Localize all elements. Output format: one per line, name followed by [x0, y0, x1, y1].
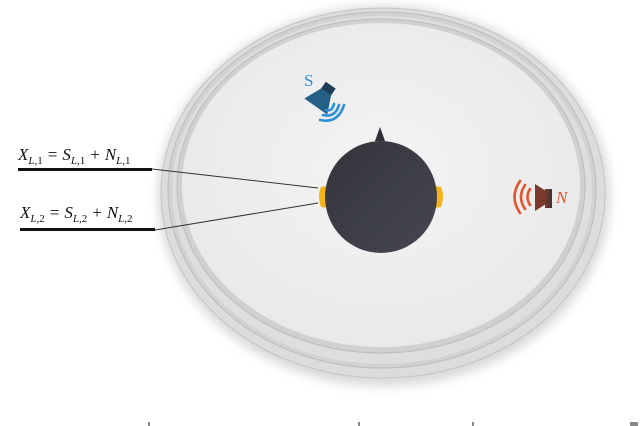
speaker-n-cone [535, 184, 546, 211]
source-n-speaker: N [513, 179, 569, 215]
speaker-n-box [545, 189, 552, 208]
sound-waves-n-icon [513, 179, 532, 215]
source-s-speaker: S [304, 71, 346, 122]
cutoff-text-fragment [148, 422, 150, 426]
equation-1-underline [18, 168, 152, 171]
equation-2-underline [20, 228, 155, 231]
speaker-s-icon [304, 81, 336, 115]
leader-lines [151, 168, 319, 231]
sound-waves-s-icon [318, 102, 346, 122]
cutoff-text-fragment [472, 422, 474, 426]
listener-head [319, 127, 443, 253]
nose-pointer-icon [375, 127, 385, 141]
source-s-label-glyph: S [304, 71, 313, 90]
head-circle [325, 141, 437, 253]
source-n-label-glyph: N [555, 188, 569, 207]
equation-mic-1: XL,1=SL,1+NL,1 [18, 145, 131, 167]
equation-mic-2: XL,2=SL,2+NL,2 [20, 203, 133, 225]
cutoff-text-fragment [630, 422, 638, 426]
cutoff-text-fragment [358, 422, 360, 426]
